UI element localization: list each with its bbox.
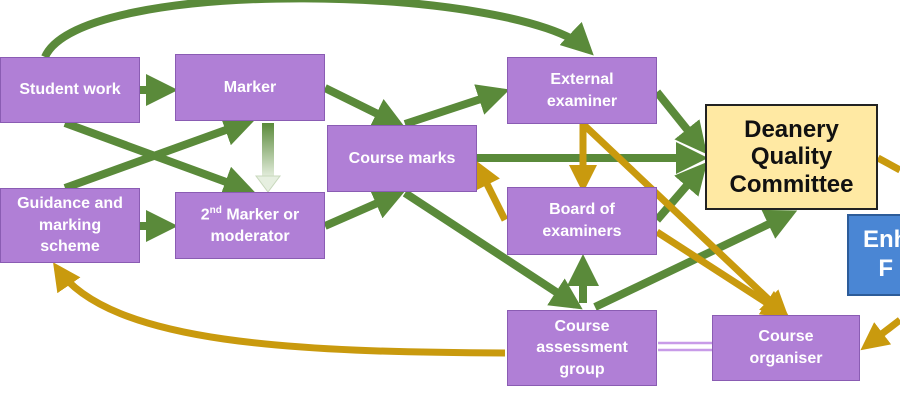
course-assessment-group-box: Course assessment group [507,310,657,386]
course-organiser-label: Course organiser [749,328,823,367]
deanery-quality-committee-label: Deanery Quality Committee [729,115,854,198]
arrow-course-marks-to-cag [402,189,583,310]
course-organiser-box: Course organiser [712,315,860,381]
guidance-label: Guidance and marking scheme [17,195,123,256]
board-of-examiners-box: Board of examiners [507,187,657,255]
board-of-examiners-label: Board of examiners [542,201,622,240]
deanery-quality-committee-box: Deanery Quality Committee [705,104,878,210]
external-examiner-box: External examiner [507,57,657,124]
course-assessment-group-label: Course assessment group [536,317,628,378]
enhancement-box-partial: Enh F [847,214,900,296]
arrow-board-to-dqc [653,161,708,223]
course-marks-label: Course marks [348,149,456,167]
arrow-cag-to-dqc [593,209,798,311]
arrow-dqc-to-enh [876,154,900,174]
arrow-cag-to-guidance [53,262,506,357]
arrow-student-to-external [41,0,594,59]
arrow-enh-to-organiser [860,317,900,351]
enhancement-label-partial: Enh F [863,226,900,282]
arrow-external-to-dqc [653,89,708,155]
course-marks-box: Course marks [327,125,477,192]
external-examiner-label: External examiner [546,70,618,110]
marker-label: Marker [223,78,277,96]
dashed-arrow-marker-to-2nd-marker [262,123,274,178]
arrow-course-marks-to-external [403,84,510,128]
arrow-board-to-organiser [655,229,790,318]
arrow-marker-to-course-marks [323,84,406,128]
marker-box: Marker [175,54,325,121]
arrow-external-to-organiser [580,121,790,319]
arrow-2nd-marker-to-course-marks [323,188,406,230]
guidance-box: Guidance and marking scheme [0,188,140,263]
student-work-box: Student work [0,57,140,123]
student-work-label: Student work [19,81,121,99]
arrow-board-to-course-marks [474,159,509,222]
arrow-guidance-to-marker [63,115,256,192]
